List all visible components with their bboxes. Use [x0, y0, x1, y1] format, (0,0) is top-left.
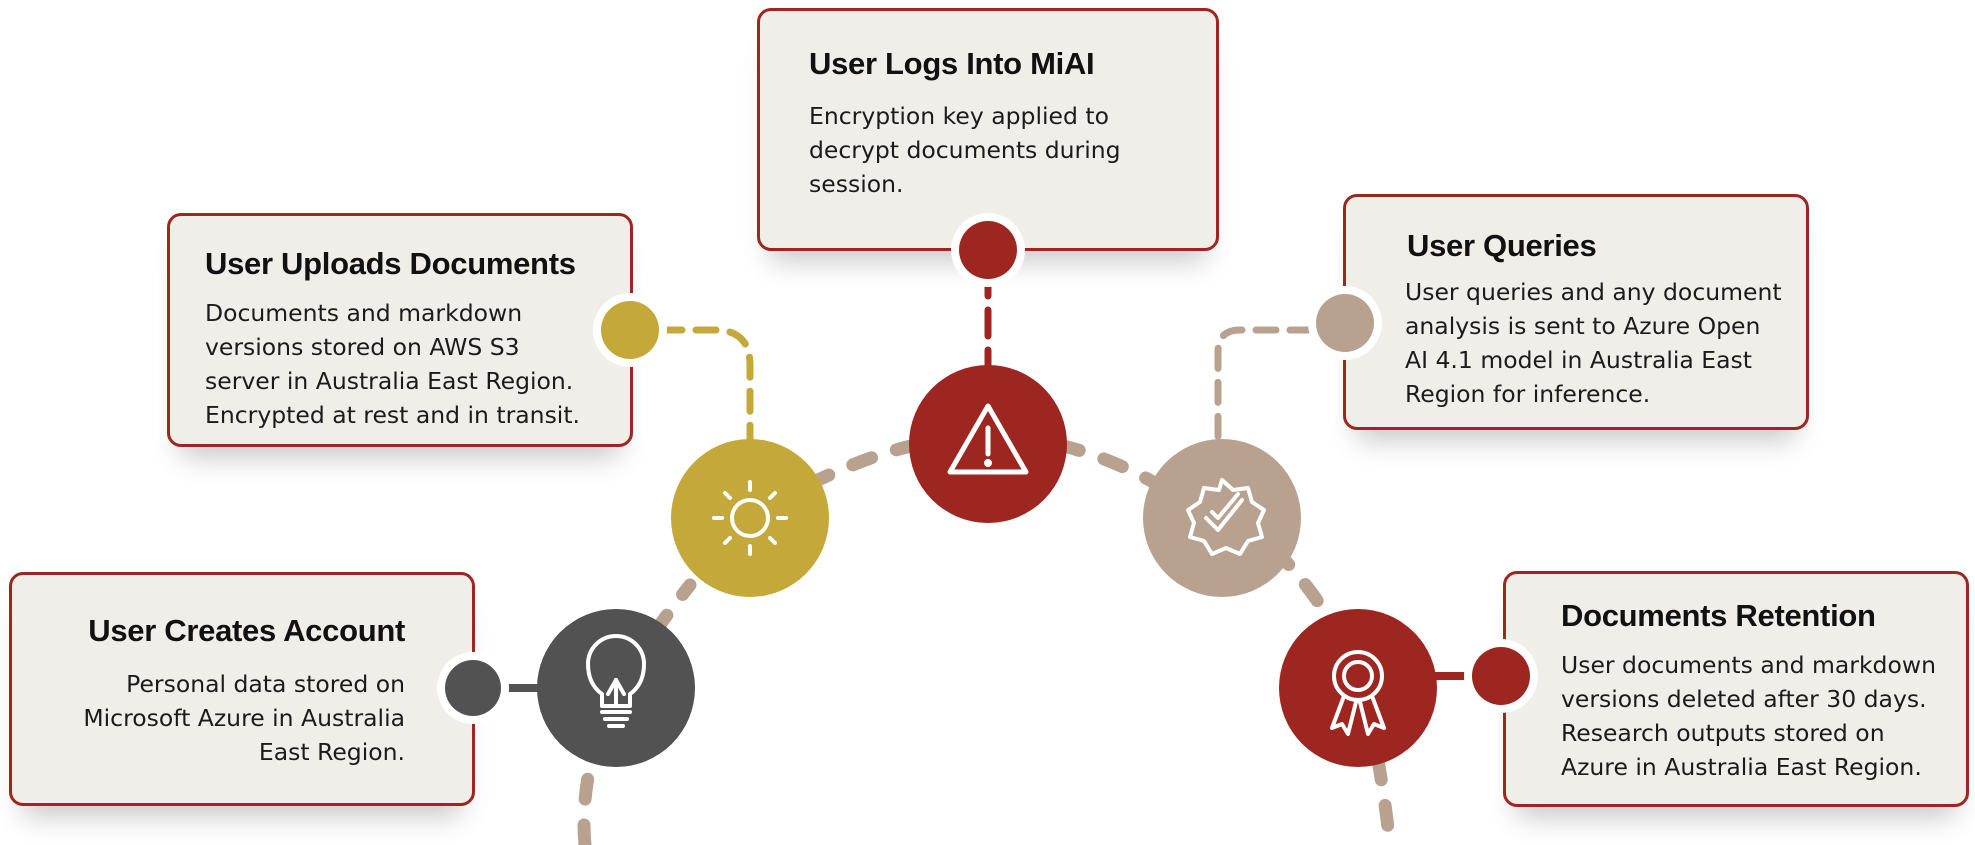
hub-login [909, 365, 1067, 523]
dot-retention-fill [1472, 647, 1530, 705]
card-user-queries: User Queries User queries and any docume… [1343, 194, 1809, 430]
sun-icon [712, 480, 788, 556]
hub-uploads [671, 439, 829, 597]
dot-login-fill [959, 221, 1017, 279]
card-title: User Queries [1407, 228, 1597, 263]
card-body: Documents and markdown versions stored o… [205, 299, 581, 429]
hub-retention [1279, 609, 1437, 767]
verified-badge-icon [1186, 478, 1266, 556]
card-user-uploads-documents: User Uploads Documents Documents and mar… [167, 213, 633, 447]
hub-queries [1143, 439, 1301, 597]
card-body: User queries and any document analysis i… [1405, 278, 1782, 408]
connector-uploads [624, 326, 754, 444]
card-body: Encryption key applied to decrypt docume… [809, 102, 1121, 198]
dot-queries-fill [1316, 294, 1374, 352]
card-title: User Creates Account [88, 613, 405, 648]
card-user-logs-into-miai: User Logs Into MiAI Encryption key appli… [757, 8, 1219, 251]
award-ribbon-icon [1330, 650, 1386, 736]
card-body: Personal data stored on Microsoft Azure … [83, 670, 405, 766]
card-title: User Uploads Documents [205, 246, 576, 281]
card-title: User Logs Into MiAI [809, 46, 1095, 81]
hub-account [537, 609, 695, 767]
card-body: User documents and markdown versions del… [1561, 651, 1936, 781]
card-title: Documents Retention [1561, 598, 1876, 633]
dot-uploads-fill [601, 301, 659, 359]
card-documents-retention: Documents Retention User documents and m… [1503, 571, 1969, 807]
warning-triangle-icon [947, 403, 1029, 475]
connector-queries [1214, 326, 1314, 444]
lightbulb-icon [586, 634, 646, 728]
card-user-creates-account: User Creates Account Personal data store… [9, 572, 475, 806]
dot-account-fill [445, 660, 501, 716]
